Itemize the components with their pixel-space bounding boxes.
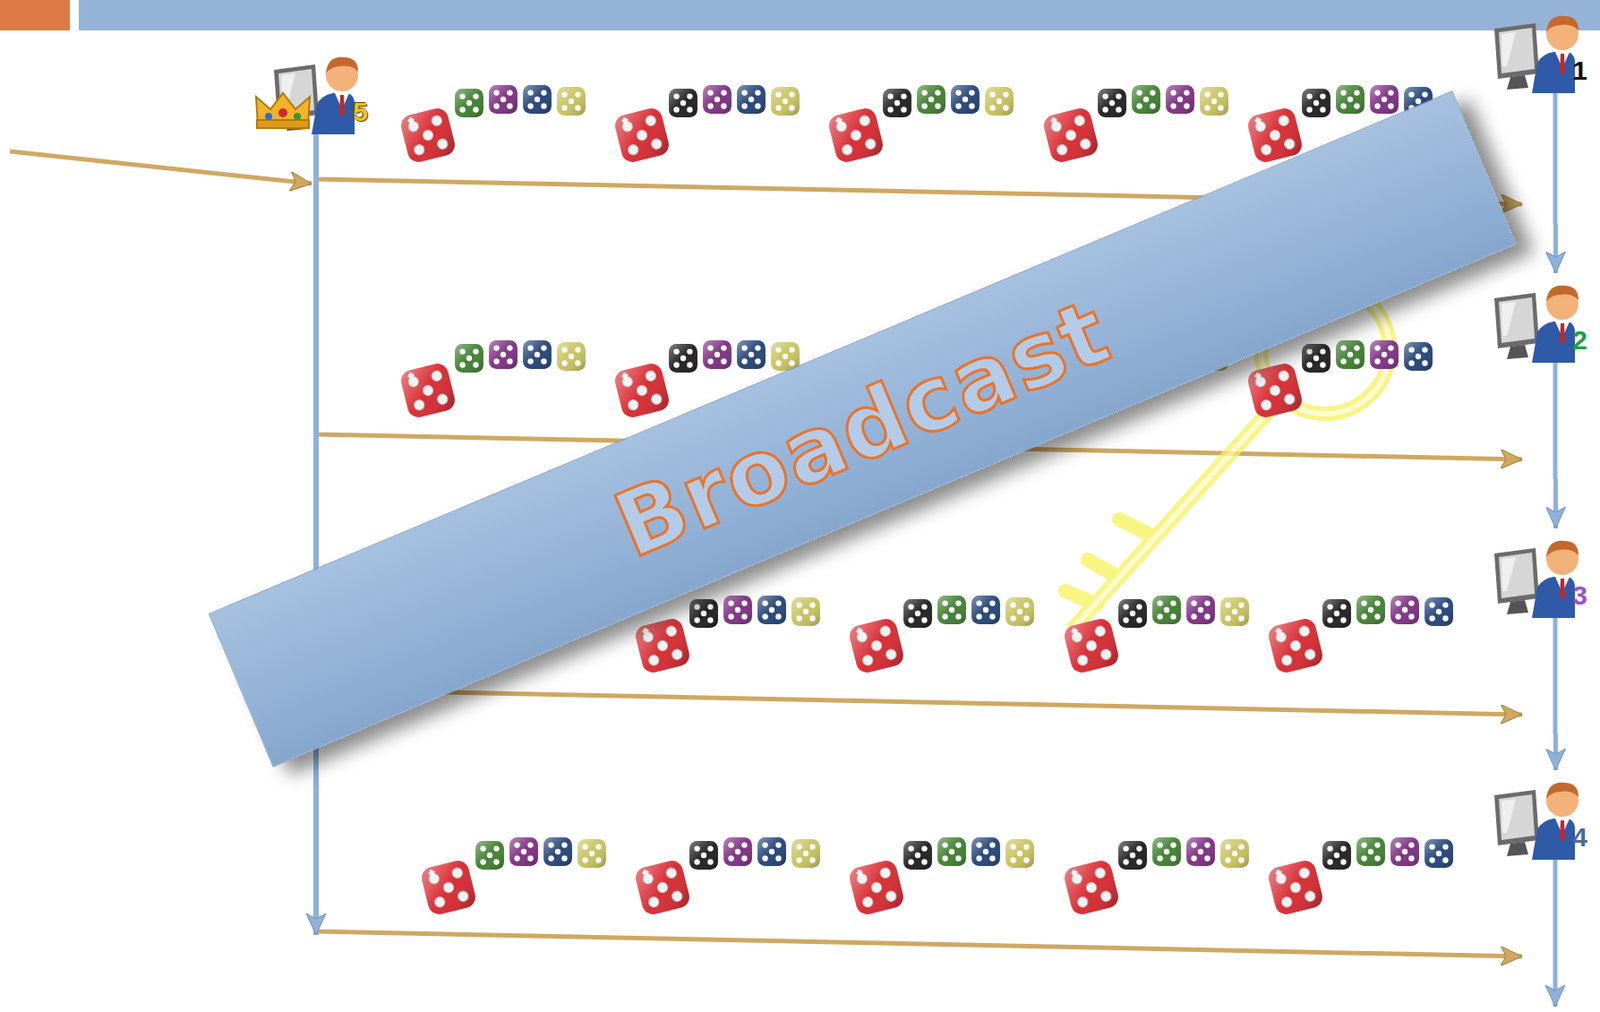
computer-node: 1	[1522, 3, 1590, 224]
message-arrow	[1553, 479, 1558, 529]
computer-node: 5	[253, 44, 370, 135]
node-number: 4	[1572, 823, 1588, 851]
computer-node: 2	[1522, 273, 1590, 480]
computer-node: 4	[1522, 770, 1590, 976]
node-number: 1	[1572, 57, 1588, 85]
node-number: 3	[1572, 581, 1588, 609]
node-number: 5	[352, 98, 368, 126]
message-arrow	[1553, 223, 1558, 274]
node-number: 2	[1572, 326, 1588, 354]
banner-text: Broadcast	[601, 282, 1123, 576]
message-arrow	[1553, 734, 1558, 771]
computer-node: 3	[1522, 528, 1590, 735]
